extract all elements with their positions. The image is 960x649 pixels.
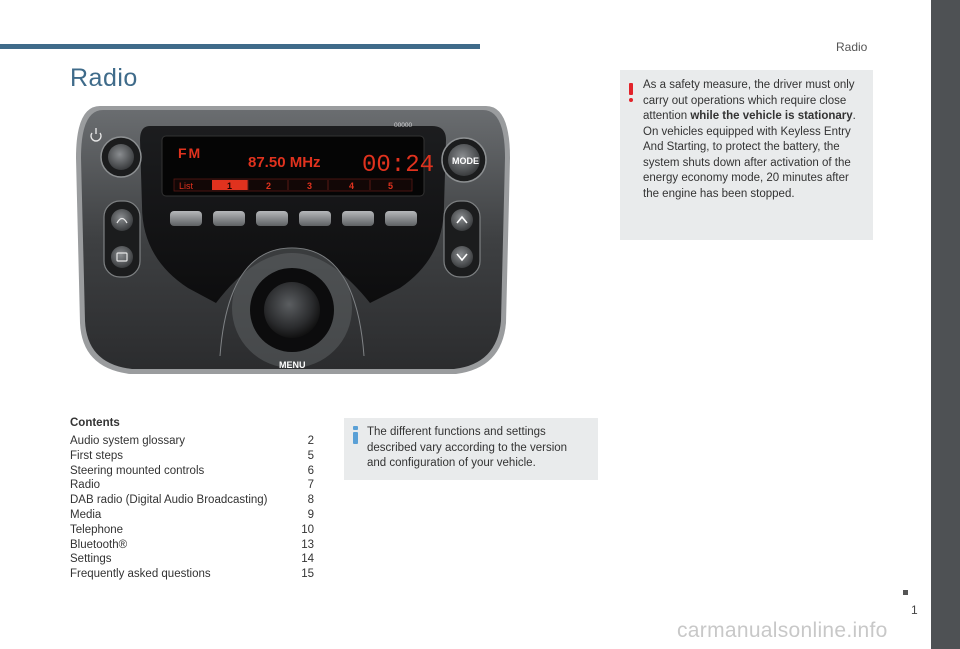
menu-label: MENU	[279, 360, 306, 370]
section-label: Radio	[836, 40, 868, 54]
phone-button[interactable]	[111, 209, 133, 231]
display-preset-3: 3	[307, 181, 312, 191]
sound-icon	[116, 252, 128, 262]
display-preset-1: 1	[227, 181, 232, 191]
mode-label: MODE	[452, 156, 479, 166]
display-band: FM	[178, 145, 202, 161]
chapter-side-tab	[931, 0, 960, 649]
page-marker	[903, 590, 908, 595]
mode-button[interactable]	[441, 137, 487, 183]
sound-button[interactable]	[111, 246, 133, 268]
down-button[interactable]	[451, 246, 473, 268]
safety-warning-text: As a safety measure, the driver must onl…	[643, 79, 856, 200]
contents-heading: Contents	[70, 417, 120, 429]
info-icon	[353, 426, 358, 444]
preset-keys[interactable]	[170, 211, 417, 226]
page-title: Radio	[70, 64, 138, 92]
info-note-text: The different functions and settings des…	[367, 426, 568, 469]
power-button[interactable]	[100, 136, 142, 178]
toc-item[interactable]: Bluetooth®13	[70, 538, 314, 551]
power-icon	[90, 128, 102, 142]
warning-icon	[629, 83, 633, 102]
unit-code: 00000	[394, 122, 412, 129]
watermark: carmanualsonline.info	[677, 619, 888, 642]
display-preset-4: 4	[349, 181, 354, 191]
up-button[interactable]	[451, 209, 473, 231]
header-rule	[0, 44, 480, 49]
info-note-box: The different functions and settings des…	[344, 418, 598, 480]
display-preset-5: 5	[388, 181, 393, 191]
display-frequency: 87.50 MHz	[248, 154, 321, 171]
chevron-up-icon	[456, 215, 468, 224]
radio-unit-illustration: FM 87.50 MHz 00:24 00000 List 1 2 3 4 5	[76, 106, 510, 374]
safety-warning-box: As a safety measure, the driver must onl…	[620, 70, 873, 240]
phone-icon	[116, 217, 128, 224]
page-number: 1	[911, 603, 918, 617]
display-list-label: List	[179, 181, 194, 191]
toc-item[interactable]: DAB radio (Digital Audio Broadcasting)8	[70, 494, 314, 507]
menu-dial[interactable]	[250, 268, 334, 352]
chevron-down-icon	[456, 253, 468, 262]
display-preset-2: 2	[266, 181, 271, 191]
display-clock: 00:24	[362, 152, 434, 179]
